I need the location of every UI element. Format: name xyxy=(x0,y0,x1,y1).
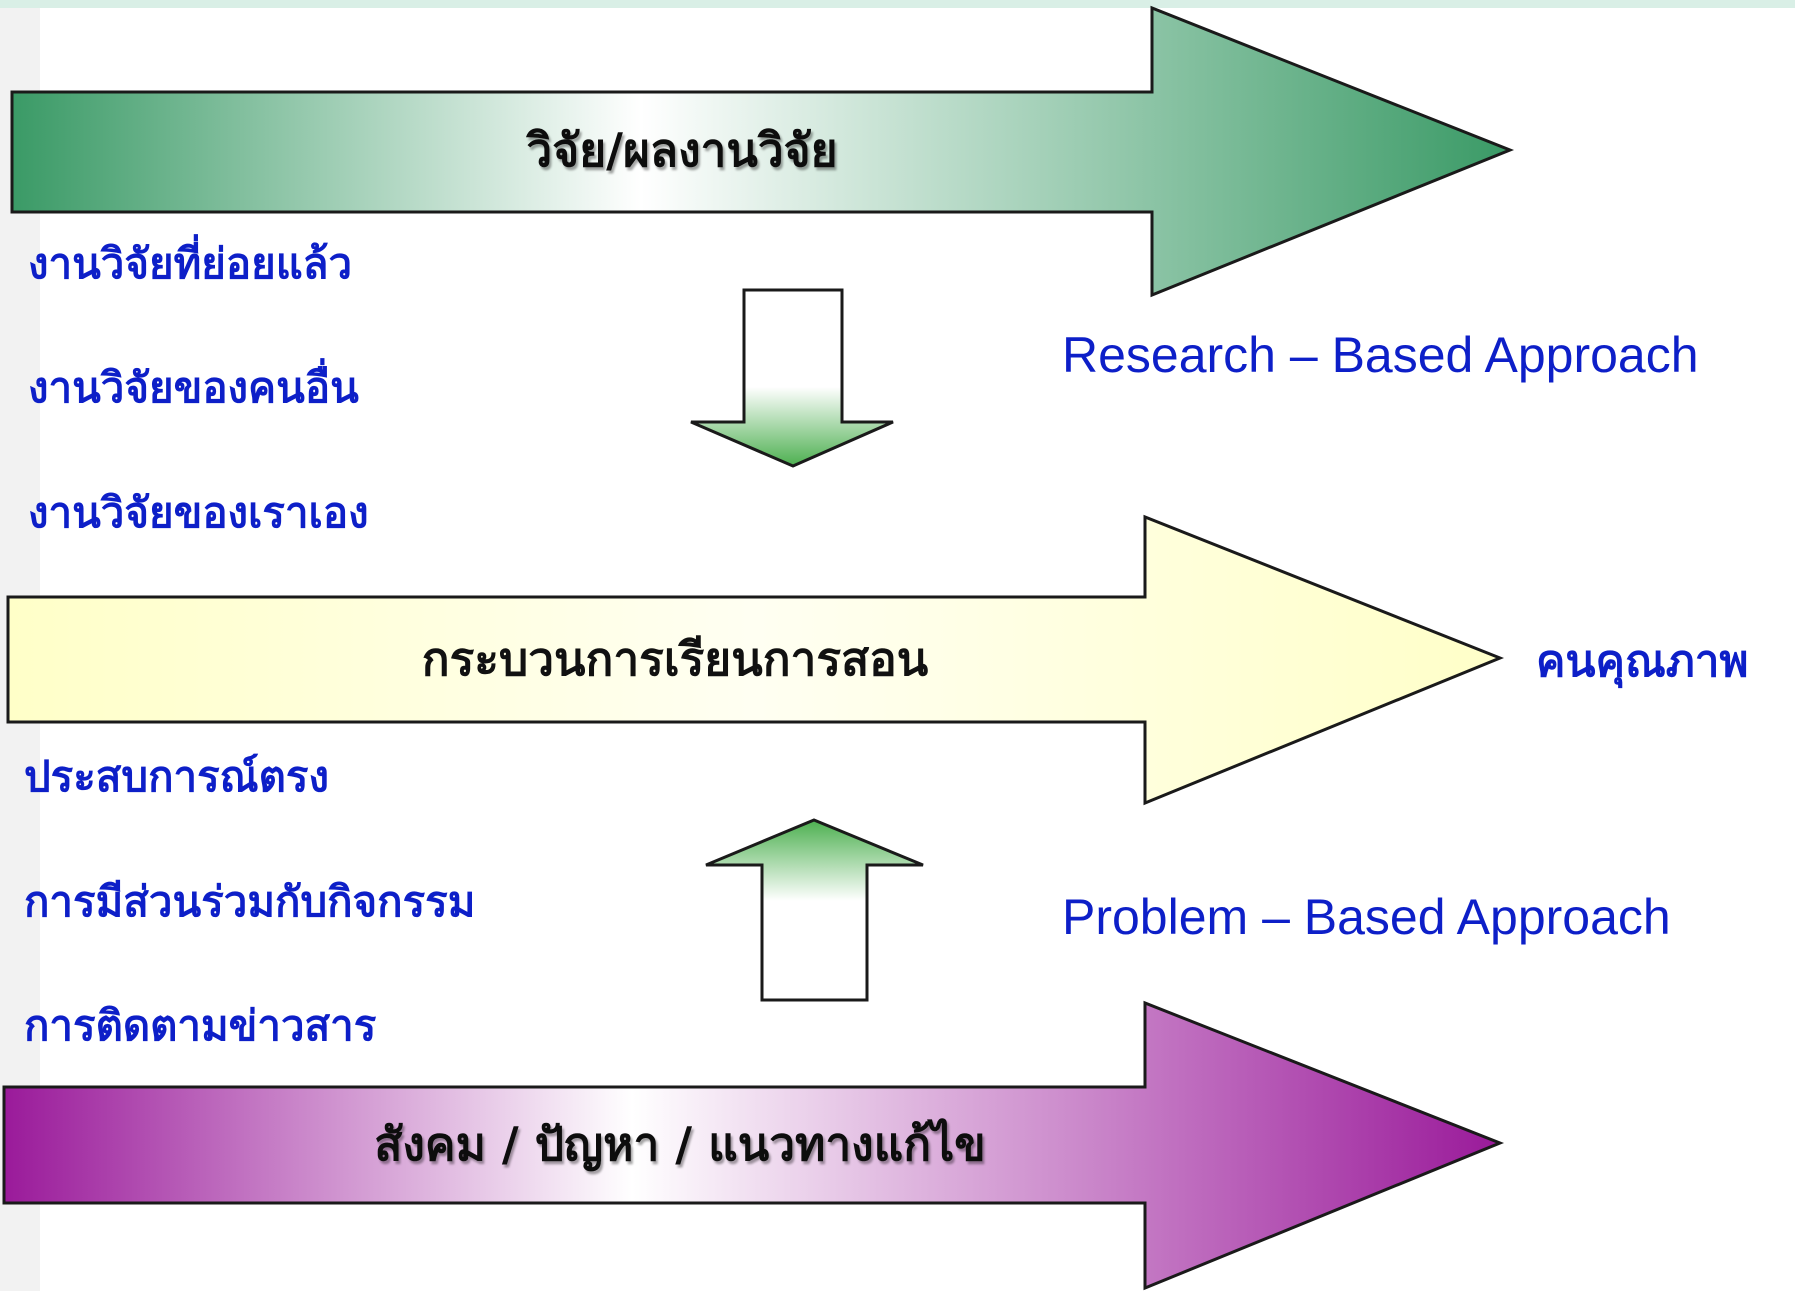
research-arrow xyxy=(10,5,1515,298)
experience-item: การมีส่วนร่วมกับกิจกรรม xyxy=(24,877,475,926)
research-item: งานวิจัยของคนอื่น xyxy=(28,358,359,412)
society-arrow xyxy=(2,1000,1505,1291)
teaching-arrow xyxy=(6,514,1505,806)
top-border xyxy=(0,0,1795,8)
experience-item: การติดตามข่าวสาร xyxy=(24,1001,377,1050)
teaching-arrow-label: กระบวนการเรียนการสอน xyxy=(422,632,929,686)
outcome-label: คนคุณภาพ xyxy=(1536,636,1748,689)
experience-items-list: ประสบการณ์ตรง การมีส่วนร่วมกับกิจกรรม กา… xyxy=(24,752,475,1050)
research-arrow-label: วิจัย/ผลงานวิจัย xyxy=(525,123,837,177)
experience-item: ประสบการณ์ตรง xyxy=(24,752,329,801)
research-item: งานวิจัยที่ย่อยแล้ว xyxy=(28,234,352,288)
society-arrow-label: สังคม / ปัญหา / แนวทางแก้ไข xyxy=(374,1117,985,1171)
research-items-list: งานวิจัยที่ย่อยแล้ว งานวิจัยของคนอื่น งา… xyxy=(28,234,369,537)
problem-approach-label: Problem – Based Approach xyxy=(1062,889,1671,945)
research-item: งานวิจัยของเราเอง xyxy=(28,488,369,537)
up-arrow xyxy=(705,818,924,1002)
research-approach-label: Research – Based Approach xyxy=(1062,327,1699,383)
down-arrow xyxy=(690,288,894,468)
